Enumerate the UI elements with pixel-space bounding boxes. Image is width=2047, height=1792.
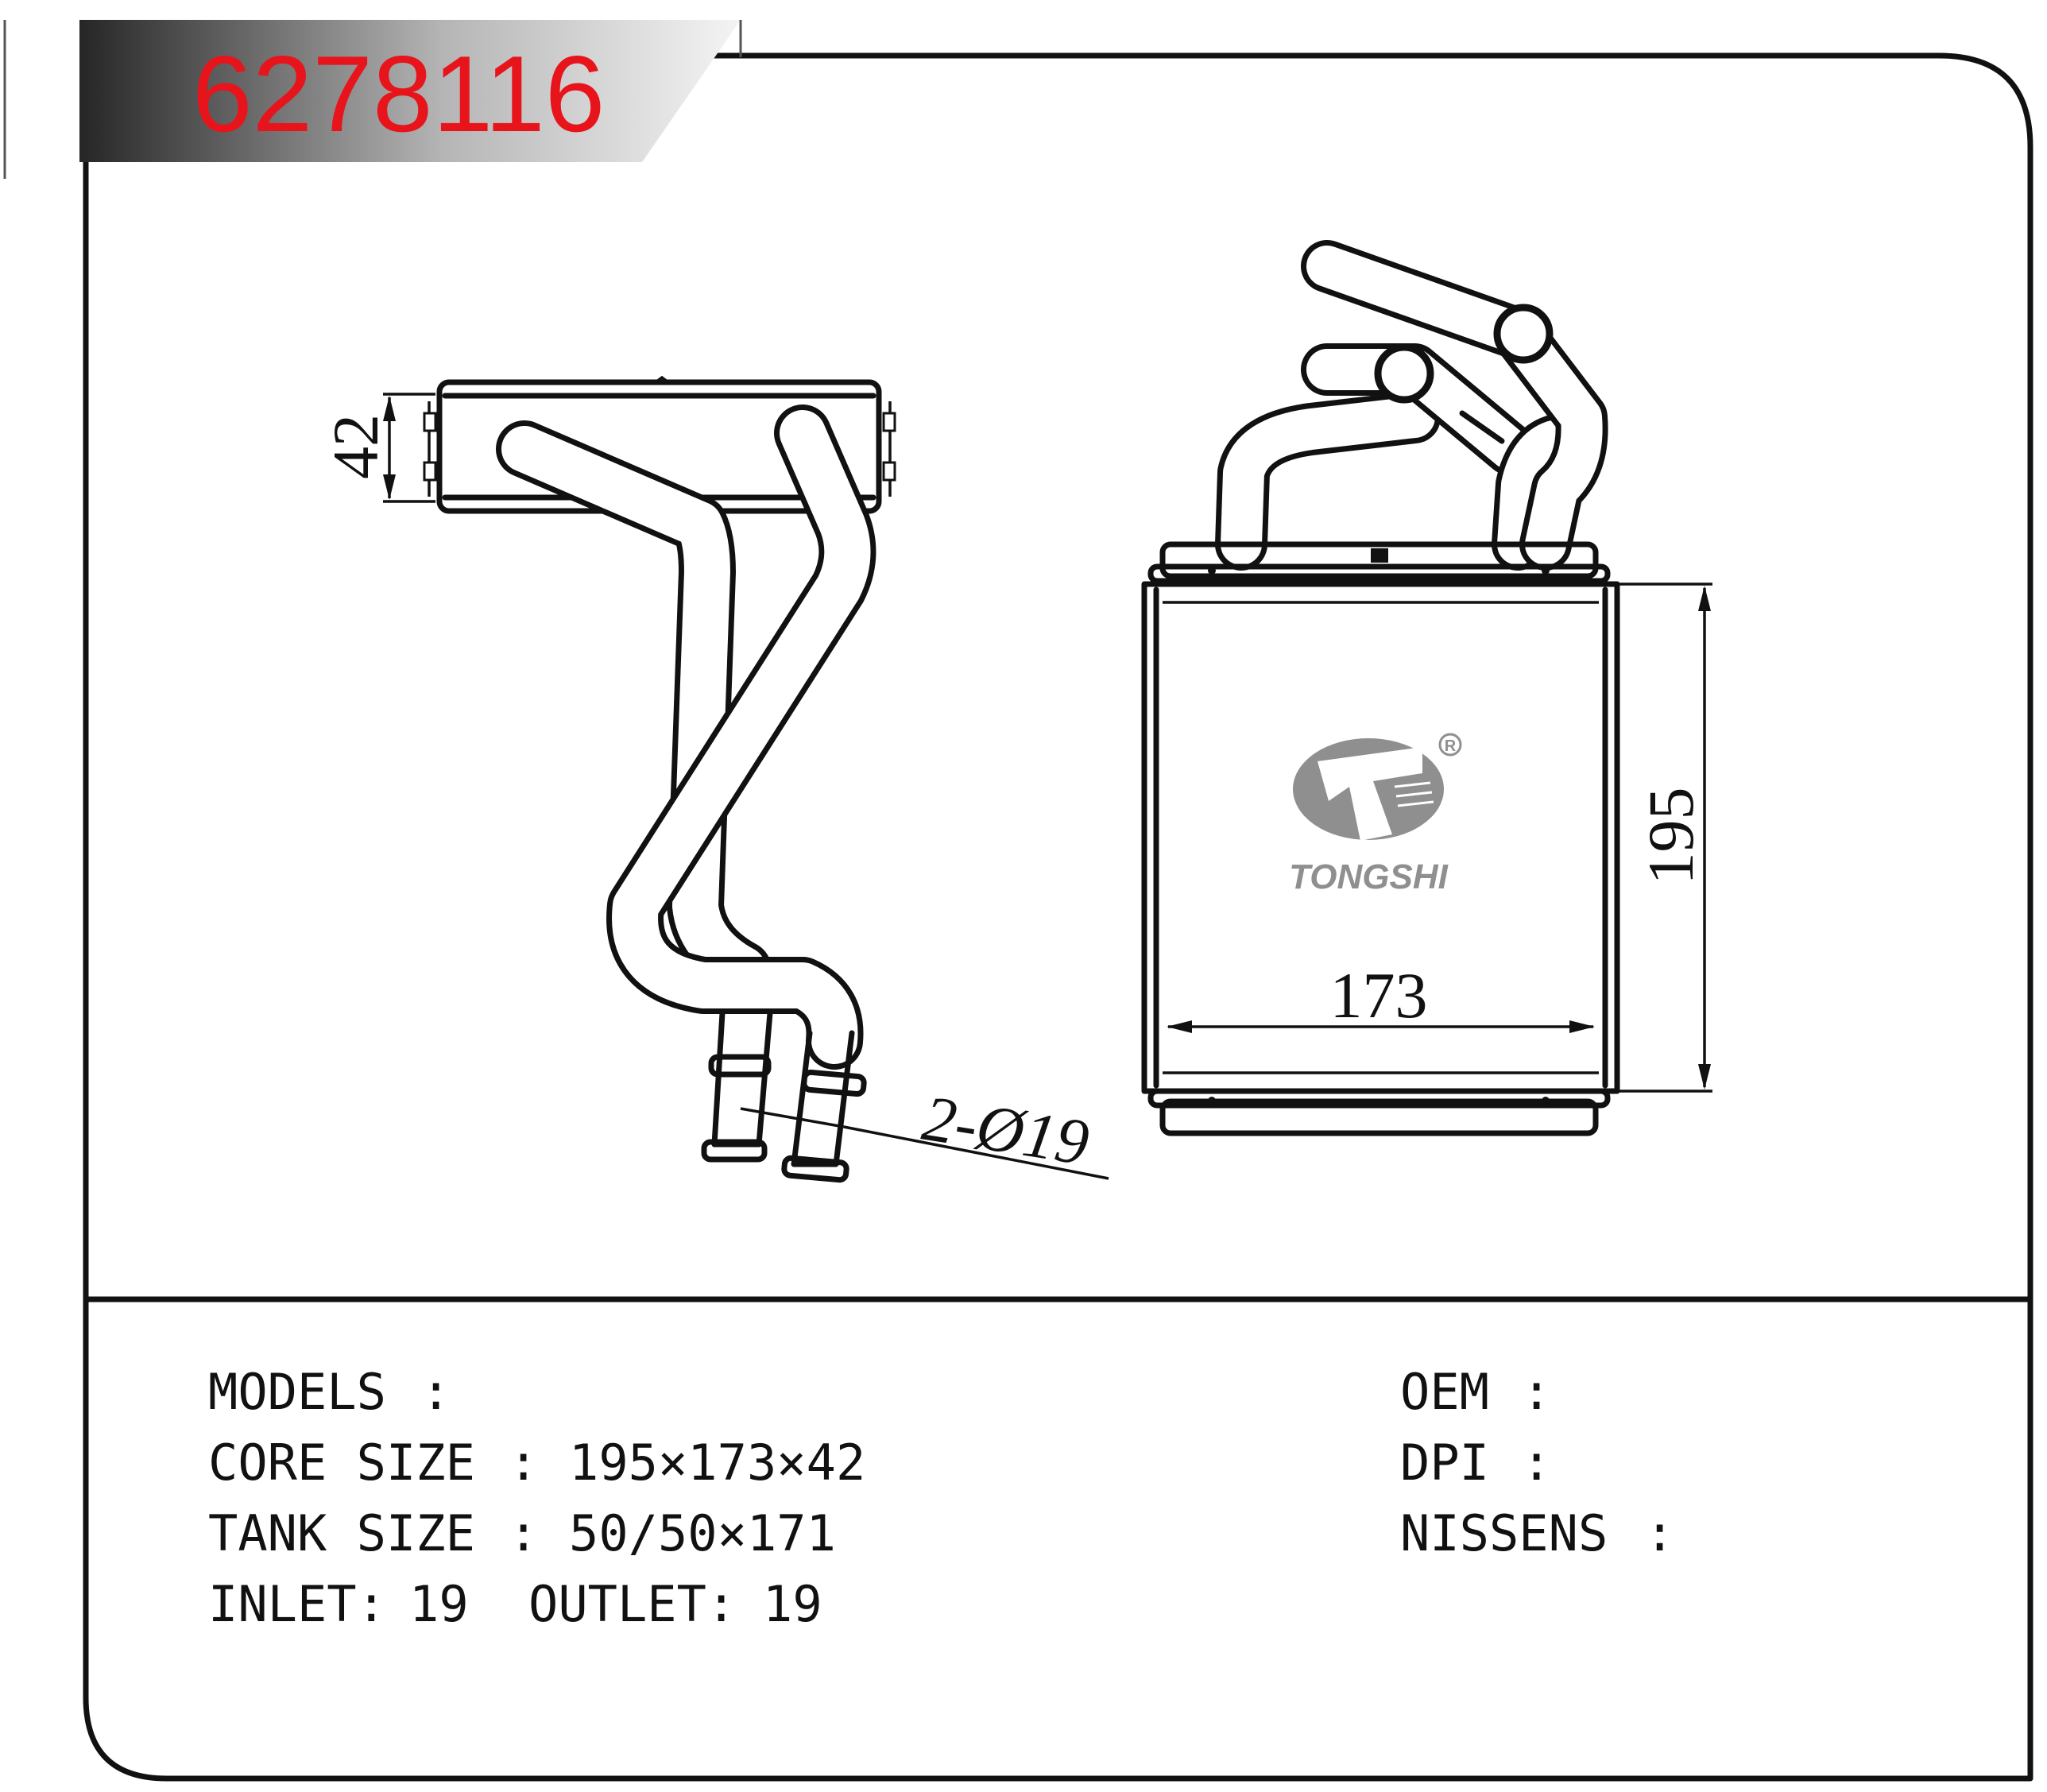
front-view-height-label: 195 (1635, 788, 1707, 885)
spec-dpi-sep: : (1522, 1434, 1551, 1492)
spec-nissens-label: NISSENS (1400, 1504, 1608, 1562)
spec-nissens-sep: : (1645, 1504, 1674, 1562)
side-view: 42 2-Ø19 (319, 375, 1109, 1183)
pipe-diameter-label: 2-Ø19 (918, 1082, 1093, 1179)
part-number-header: 6278116 (3, 20, 742, 179)
spec-dpi-label: DPI (1400, 1434, 1489, 1492)
spec-models-label: MODELS (208, 1363, 386, 1421)
spec-tank-size-sep: : (509, 1504, 538, 1562)
front-view-width-label: 173 (1330, 959, 1428, 1031)
outer-frame (83, 52, 2033, 1782)
registered-mark-icon (1438, 733, 1462, 757)
spec-outlet-value: 19 (763, 1575, 822, 1633)
registered-mark: R (1445, 737, 1457, 755)
spec-tank-size-value: 50/50×171 (569, 1504, 836, 1562)
side-view-thickness-label: 42 (319, 414, 392, 479)
part-number: 6278116 (192, 33, 605, 154)
spec-list-right: OEM : DPI : NISSENS : (1400, 1363, 1674, 1562)
tongshi-logo-icon (1293, 738, 1444, 841)
spec-core-size-label: CORE SIZE (208, 1434, 475, 1492)
spec-oem-sep: : (1522, 1363, 1551, 1421)
spec-core-size-value: 195×173×42 (569, 1434, 865, 1492)
spec-inlet-label: INLET: (208, 1575, 386, 1633)
spec-inlet-value: 19 (409, 1575, 469, 1633)
spec-oem-label: OEM (1400, 1363, 1489, 1421)
front-view: 173 195 R TONGSHI (1141, 240, 1712, 1136)
brand-name: TONGSHI (1289, 857, 1448, 896)
spec-tank-size-label: TANK SIZE (208, 1504, 475, 1562)
spec-outlet-label: OUTLET: (528, 1575, 736, 1633)
spec-models-sep: : (421, 1363, 451, 1421)
spec-list-left: MODELS : CORE SIZE : 195×173×42 TANK SIZ… (208, 1363, 865, 1633)
spec-core-size-sep: : (509, 1434, 538, 1492)
